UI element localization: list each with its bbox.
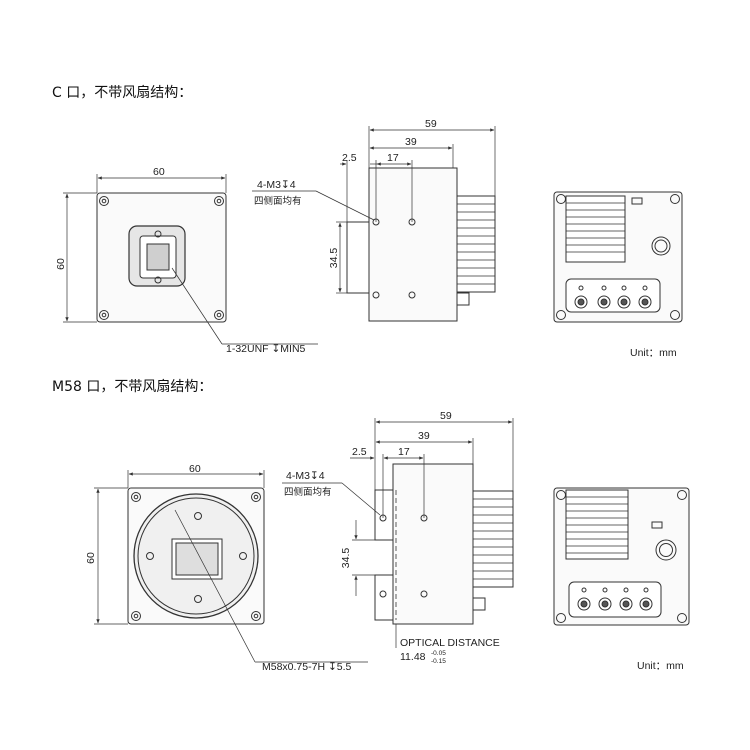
m58-back-view bbox=[553, 487, 690, 626]
c-side-hole-note-cn: 四侧面均有 bbox=[254, 195, 302, 207]
c-side-hole-note: 4-M3↧4 bbox=[257, 179, 296, 191]
c-side-flange-dim: 2.5 bbox=[342, 152, 357, 164]
c-thread-note: 1-32UNF ↧MIN5 bbox=[226, 343, 306, 355]
m58-thread-note: M58x0.75-7H ↧5.5 bbox=[262, 661, 352, 673]
m58-side-body-dim: 39 bbox=[418, 430, 430, 442]
section2-unit: Unit：mm bbox=[637, 660, 684, 672]
m58-front-width-dim: 60 bbox=[189, 463, 201, 475]
m58-front-height-dim: 60 bbox=[85, 552, 97, 564]
m58-side-hole-dim: 17 bbox=[398, 446, 410, 458]
m58-side-total-dim: 59 bbox=[440, 410, 452, 422]
m58-side-hole-note-cn: 四侧面均有 bbox=[284, 486, 332, 498]
optical-distance-value: 11.48 bbox=[400, 651, 426, 663]
m58-front-view bbox=[127, 487, 265, 625]
optical-distance-label: OPTICAL DISTANCE bbox=[400, 637, 500, 649]
optical-distance-tol-upper: -0.05 bbox=[431, 650, 446, 657]
c-side-total-dim: 59 bbox=[425, 118, 437, 130]
c-front-height-dim: 60 bbox=[55, 258, 67, 270]
m58-side-flange-dim: 2.5 bbox=[352, 446, 367, 458]
c-back-view bbox=[553, 191, 683, 323]
c-side-view bbox=[346, 167, 496, 322]
c-front-view bbox=[96, 192, 227, 323]
c-side-body-dim: 39 bbox=[405, 136, 417, 148]
c-front-width-dim: 60 bbox=[153, 166, 165, 178]
c-side-height-dim: 34.5 bbox=[328, 248, 340, 269]
c-side-hole-dim: 17 bbox=[387, 152, 399, 164]
section2-title: M58 口，不带风扇结构： bbox=[52, 379, 213, 395]
section1-title: C 口，不带风扇结构： bbox=[52, 85, 193, 101]
m58-side-hole-note: 4-M3↧4 bbox=[286, 470, 325, 482]
section1-unit: Unit：mm bbox=[630, 347, 677, 359]
m58-side-view bbox=[374, 463, 514, 625]
optical-distance-tol-lower: -0.15 bbox=[431, 658, 446, 665]
m58-side-height-dim: 34.5 bbox=[340, 548, 352, 569]
